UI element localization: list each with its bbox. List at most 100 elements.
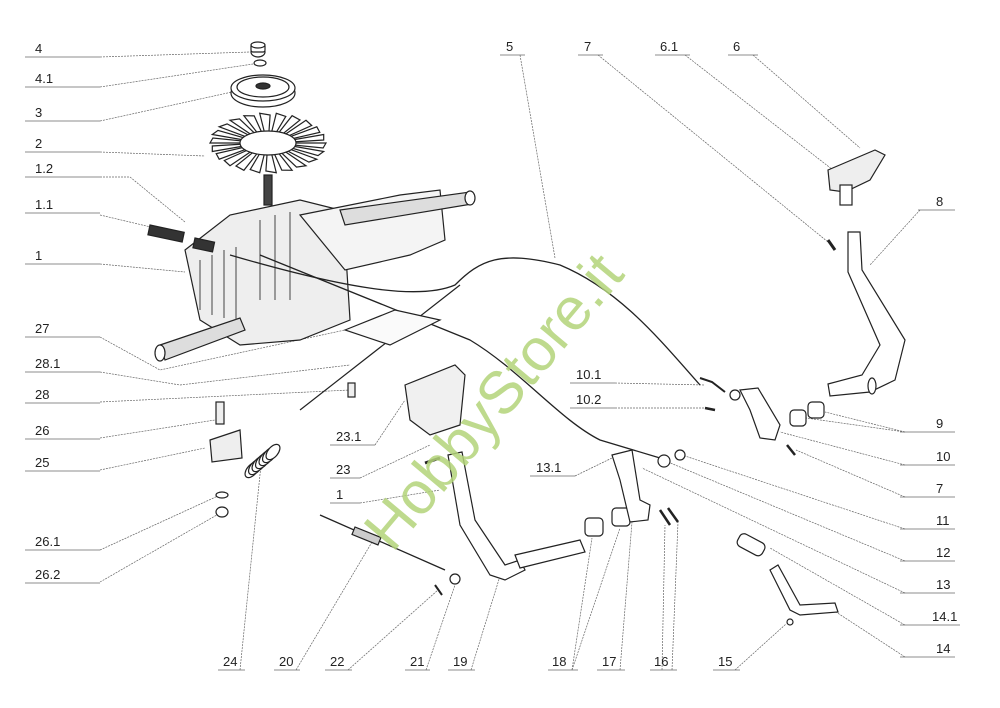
leader-line [99,151,206,157]
callout-label-l16: 16 [654,654,669,669]
leader-line [99,389,351,403]
part-lever [611,449,651,523]
leader-line [769,547,906,626]
leader-line [470,575,501,671]
part-rod-8 [827,231,906,397]
callout-label-l26: 26 [35,423,50,438]
part-clip-15 [786,618,794,626]
callout-label-l17: 17 [602,654,617,669]
callout-label-l4-1: 4.1 [35,71,54,86]
leader-line [99,419,216,439]
callout-label-l4: 4 [35,41,43,56]
leader-line [99,329,346,371]
leader-line [671,521,679,671]
leader-line [99,214,156,229]
part-nut [250,41,266,58]
part-cable-lower [259,254,661,459]
leader-line [359,489,441,504]
leader-line [641,467,906,594]
callout-label-l7right: 7 [936,481,944,496]
leader-line [752,54,861,149]
part-lever-10 [739,387,781,441]
leader-line [519,54,556,259]
callout-label-l28: 28 [35,387,50,402]
leader-line [571,537,593,671]
leader-line [99,364,351,386]
leader-line [100,176,186,223]
leader-line [99,51,251,58]
part-spring [244,443,281,479]
part-washer [253,59,267,67]
callout-label-l18: 18 [552,654,567,669]
callout-label-l23: 23 [336,462,351,477]
leader-line [574,457,613,477]
leader-line [99,263,186,273]
callout-label-l15: 15 [718,654,733,669]
part-bolt-26 [215,401,225,425]
callout-label-l3: 3 [35,105,43,120]
callout-label-l23-1: 23.1 [336,429,362,444]
callout-label-l1-1: 1.1 [35,197,54,212]
callout-label-l8: 8 [936,194,944,209]
callout-label-l10-1: 10.1 [576,367,602,382]
callout-label-l24: 24 [223,654,238,669]
part-fan [208,112,328,174]
leader-line [805,417,906,433]
callout-label-l1mid: 1 [336,487,344,502]
leader-line [99,91,233,122]
part-grip [736,533,766,557]
leader-line [295,536,376,671]
leader-line [795,449,906,498]
callout-label-l12: 12 [936,545,951,560]
leader-line [614,382,706,386]
part-pins [658,507,680,526]
part-cable-rod [299,284,461,411]
leader-line [779,431,906,466]
leader-line [99,494,221,551]
part-cable-upper [229,254,701,386]
leader-line [374,399,406,446]
callout-label-l28-1: 28.1 [35,356,61,371]
part-bracket-25 [209,429,243,463]
leader-line [734,623,787,671]
spring-coil [265,443,281,461]
leader-line [824,411,906,433]
leader-line [684,455,906,530]
part-pin-7 [826,239,837,251]
callout-label-l20: 20 [279,654,294,669]
leader-line [571,527,621,671]
leader-line [239,454,263,671]
leader-line [99,63,254,88]
part-bolt-28 [347,382,356,398]
leader-line [425,584,456,671]
callout-label-l6: 6 [733,39,741,54]
part-nut-26-2 [215,506,229,518]
leader-line [661,524,666,671]
leader-line [684,54,834,171]
callout-label-l5: 5 [506,39,514,54]
callout-label-l26-1: 26.1 [35,534,61,549]
callout-label-l14: 14 [936,641,951,656]
leader-lines [25,51,960,671]
part-input-shaft [263,174,273,206]
part-knob [827,149,886,193]
callout-label-l13: 13 [936,577,951,592]
leader-line [667,461,906,562]
callout-label-l1-2: 1.2 [35,161,54,176]
callout-label-l22: 22 [330,654,345,669]
fan-hub [239,130,297,156]
callout-label-l25: 25 [35,455,50,470]
callout-label-l26-2: 26.2 [35,567,61,582]
leader-line [597,54,829,243]
callout-label-l19: 19 [453,654,468,669]
callout-label-l14-1: 14.1 [932,609,958,624]
leader-line [869,209,921,266]
part-pulley [230,74,296,108]
callout-label-l2: 2 [35,136,43,151]
leader-line [99,447,206,471]
leader-line [619,521,633,671]
callout-label-l1: 1 [35,248,43,263]
callout-label-l10: 10 [936,449,951,464]
part-brake-cable [319,514,446,571]
